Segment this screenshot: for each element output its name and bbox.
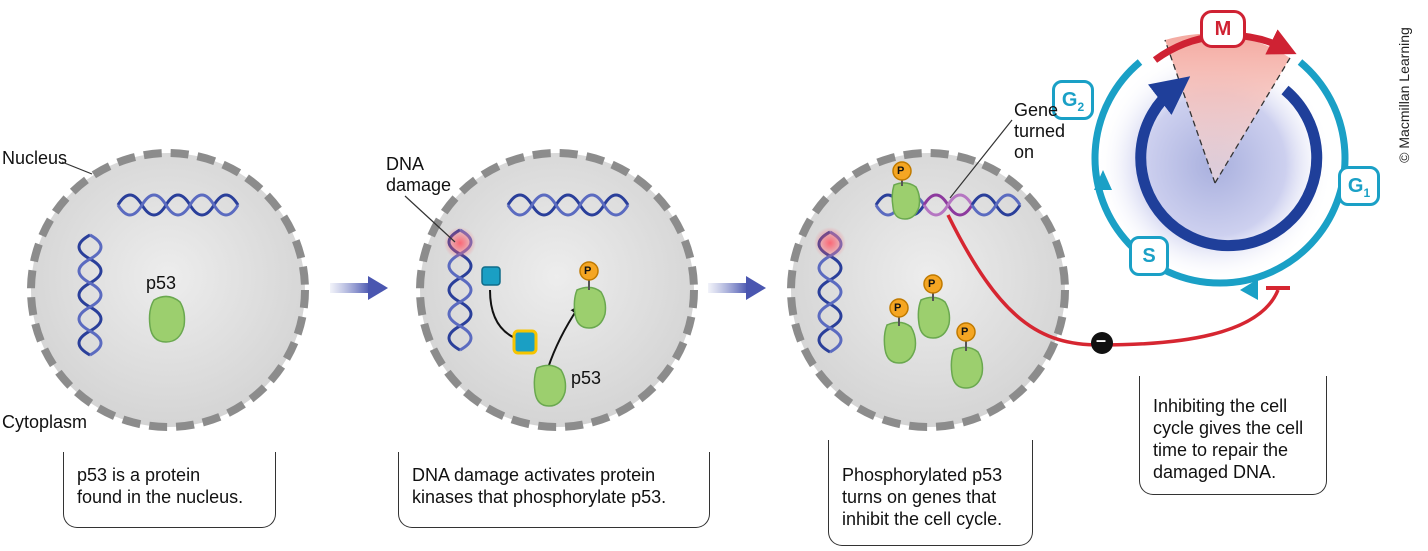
phase-s-label: S <box>1129 236 1169 276</box>
dna-strand-1a <box>116 193 240 217</box>
caption-panel4-line2: cycle gives the cell <box>1153 418 1304 438</box>
gene-label-line3: on <box>1014 142 1035 162</box>
caption-panel3: Phosphorylated p53 turns on genes that i… <box>828 464 1033 530</box>
caption-panel1-line2: found in the nucleus. <box>77 487 244 507</box>
phospho-text-3b: P <box>894 302 902 314</box>
caption-box-1 <box>63 452 276 528</box>
caption-box-3 <box>828 440 1033 546</box>
caption-panel2-line1: DNA damage activates protein <box>412 465 656 485</box>
cell-panel2 <box>404 149 698 431</box>
dna-damage-site-3 <box>814 227 846 259</box>
caption-panel1: p53 is a protein found in the nucleus. <box>63 464 276 508</box>
dna-damage-label-line1: DNA <box>386 154 425 174</box>
cycle-arc-outer <box>1091 59 1349 287</box>
caption-panel4-line4: damaged DNA. <box>1153 462 1277 482</box>
inhibit-sign <box>1091 332 1113 354</box>
caption-box-2 <box>398 452 710 528</box>
caption-panel1-line1: p53 is a protein <box>77 465 201 485</box>
cell-panel1 <box>27 149 309 431</box>
p53-phosphorylated-2 <box>573 286 607 329</box>
cycle-arc-inner <box>1135 76 1323 252</box>
kinase-active <box>512 329 538 355</box>
phospho-text-3c: P <box>928 278 936 290</box>
phase-g1-sub: 1 <box>1363 186 1371 200</box>
gene-label-line2: turned <box>1014 121 1066 141</box>
p53-bound-gene <box>891 182 921 220</box>
transition-arrow-2 <box>708 283 748 293</box>
cell-panel3 <box>787 119 1069 431</box>
inhibit-sign-text: – <box>1096 330 1107 350</box>
caption-panel2: DNA damage activates protein kinases tha… <box>398 464 710 508</box>
caption-panel4-line3: time to repair the <box>1153 440 1289 460</box>
nucleus-pointer <box>62 161 93 175</box>
phase-m-text: M <box>1214 18 1232 40</box>
caption-panel4-line1: Inhibiting the cell <box>1153 396 1288 416</box>
p53-protein-1 <box>148 295 186 343</box>
gene-label-line1: Gene <box>1014 100 1059 120</box>
caption-panel3-line2: turns on genes that <box>842 487 997 507</box>
nuclear-membrane-1 <box>27 149 309 431</box>
dna-strand-1b <box>77 233 103 357</box>
p53-label-1: p53 <box>146 273 177 293</box>
cytoplasm-label: Cytoplasm <box>2 412 88 432</box>
phospho-text-3d: P <box>961 326 969 338</box>
caption-panel2-line2: kinases that phosphorylate p53. <box>412 487 667 507</box>
caption-panel3-line3: inhibit the cell cycle. <box>842 509 1003 529</box>
phase-s-text: S <box>1142 245 1156 267</box>
p53-protein-2 <box>533 364 567 407</box>
phase-m-label: M <box>1200 10 1246 48</box>
nuclear-membrane-2 <box>416 149 698 431</box>
phase-g2-sub: 2 <box>1077 100 1085 114</box>
phase-g2-label: G2 <box>1052 80 1094 120</box>
copyright-notice: © Macmillan Learning <box>1396 10 1418 180</box>
dna-damage-label-line2: damage <box>386 175 452 195</box>
caption-panel3-line1: Phosphorylated p53 <box>842 465 1003 485</box>
phospho-text-3a: P <box>897 165 905 177</box>
nucleus-label: Nucleus <box>2 148 68 168</box>
p53-label-2: p53 <box>571 368 602 388</box>
kinase-inactive <box>481 266 501 286</box>
caption-box-4 <box>1139 376 1327 495</box>
dna-damage-site-2 <box>444 227 476 259</box>
transition-arrow-1 <box>330 283 370 293</box>
phase-g1-label: G1 <box>1338 166 1380 206</box>
m-phase-wedge <box>1165 33 1290 183</box>
caption-panel4: Inhibiting the cell cycle gives the cell… <box>1139 395 1327 483</box>
phase-g2-letter: G <box>1061 89 1078 111</box>
copyright-text: © Macmillan Learning <box>1396 27 1412 163</box>
phospho-text-2: P <box>584 265 592 277</box>
phospho-badge-2 <box>579 261 599 281</box>
cell-cycle <box>1091 29 1349 300</box>
phase-g1-letter: G <box>1347 175 1364 197</box>
nuclear-membrane-3 <box>787 149 1069 431</box>
